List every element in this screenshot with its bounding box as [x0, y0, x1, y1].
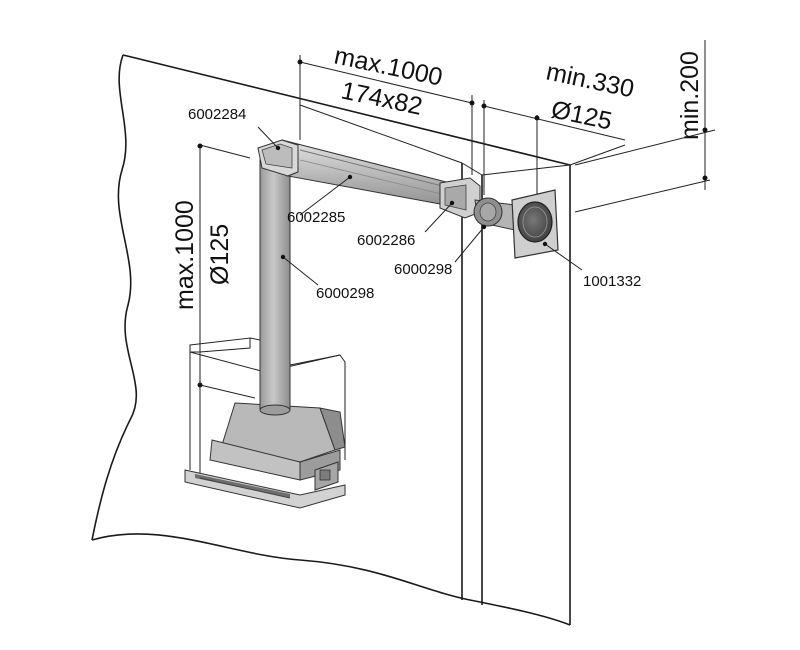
part-label-flat-duct: 6002285: [287, 209, 345, 226]
flat-duct: [281, 139, 481, 219]
part-label-elbow: 6002284: [188, 106, 246, 123]
dim-label-outlet-diameter: Ø125: [549, 95, 615, 135]
part-label-wall-outlet: 1001332: [583, 273, 641, 290]
dim-label-vertical-diameter: Ø125: [206, 224, 234, 285]
dim-label-ceiling-gap: min.200: [676, 51, 704, 140]
part-label-adapter: 6002286: [357, 232, 415, 249]
part-label-round-duct-horizontal: 6000298: [394, 261, 452, 278]
wall-outline: [91, 54, 711, 626]
hood-body: [184, 402, 346, 509]
horizontal-round-duct: [473, 197, 516, 231]
vertical-round-duct: [259, 159, 291, 416]
leader-lines: [257, 126, 583, 286]
wall-outlet: [511, 189, 559, 259]
part-label-round-duct-vertical: 6000298: [316, 285, 374, 302]
dim-label-vertical-length: max.1000: [171, 200, 199, 310]
